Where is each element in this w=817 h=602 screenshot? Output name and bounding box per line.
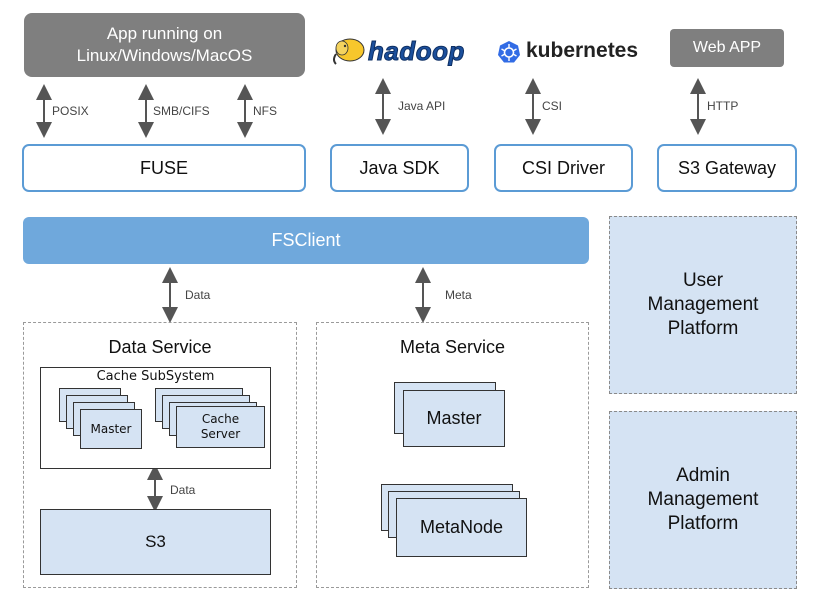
http-label: HTTP xyxy=(707,99,739,113)
nfs-label: NFS xyxy=(253,104,277,118)
cache-master-node: Master xyxy=(80,409,142,449)
web-app-box: Web APP xyxy=(670,29,784,67)
kubernetes-logo: kubernetes xyxy=(497,38,638,66)
s3-box: S3 xyxy=(40,509,271,575)
java-api-label: Java API xyxy=(398,99,446,113)
meta-master-node: Master xyxy=(403,390,505,447)
kubernetes-wordmark: kubernetes xyxy=(526,39,639,62)
csi-driver-box: CSI Driver xyxy=(494,144,633,192)
data-service-title: Data Service xyxy=(108,337,212,357)
hadoop-wordmark: hadoop xyxy=(368,36,465,67)
app-running-box: App running on Linux/Windows/MacOS xyxy=(24,13,305,77)
meta-service-title: Meta Service xyxy=(399,337,506,357)
posix-label: POSIX xyxy=(52,104,89,118)
user-management-platform: User Management Platform xyxy=(609,216,797,394)
admin-management-platform: Admin Management Platform xyxy=(609,411,797,589)
cache-server-node: Cache Server xyxy=(176,406,265,448)
meta-link-label: Meta xyxy=(445,288,472,302)
meta-service-container xyxy=(316,322,589,588)
data-service-container xyxy=(23,322,297,588)
kubernetes-wheel-icon xyxy=(498,41,520,63)
hadoop-logo: hadoop xyxy=(332,34,467,68)
hadoop-elephant-icon xyxy=(333,38,365,65)
metanode-node: MetaNode xyxy=(396,498,527,557)
s3-gateway-box: S3 Gateway xyxy=(657,144,797,192)
data-link-label: Data xyxy=(185,288,211,302)
cache-subsystem-title: Cache SubSystem xyxy=(96,369,215,384)
java-sdk-box: Java SDK xyxy=(330,144,469,192)
fsclient-bar: FSClient xyxy=(23,217,589,264)
fuse-box: FUSE xyxy=(22,144,306,192)
csi-label: CSI xyxy=(542,99,563,113)
smb-cifs-label: SMB/CIFS xyxy=(153,104,210,118)
inner-data-label: Data xyxy=(170,483,196,497)
